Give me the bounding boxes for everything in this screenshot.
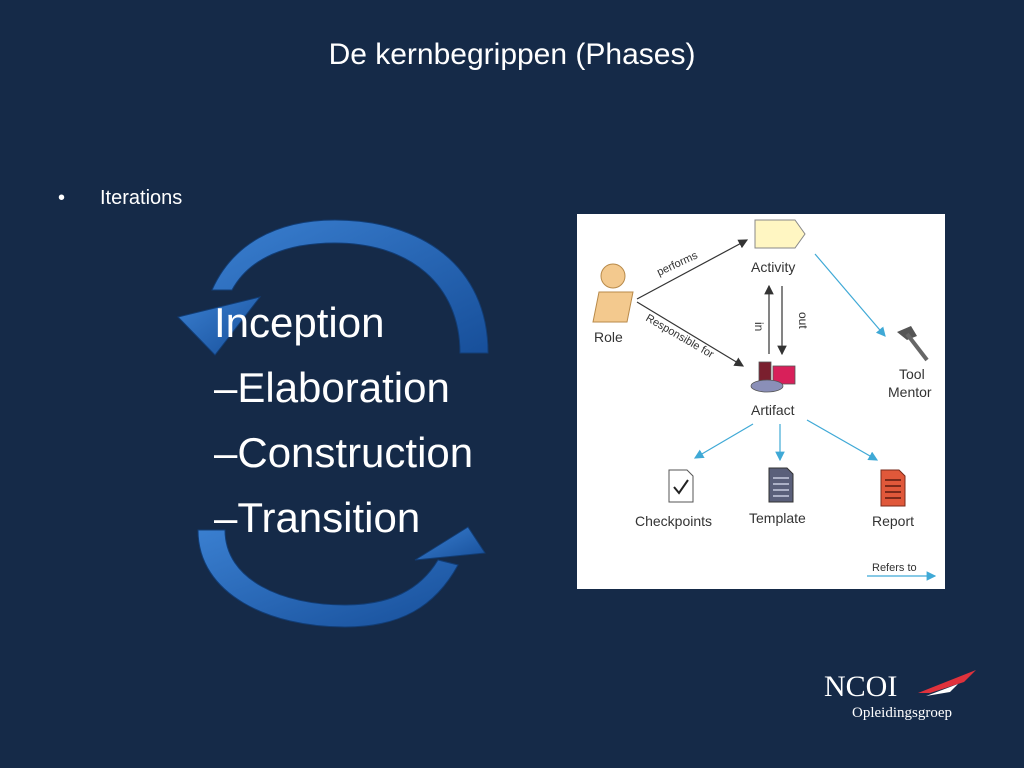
template-label: Template	[749, 510, 806, 526]
logo-name: NCOI	[824, 670, 897, 703]
out-label: out	[796, 312, 810, 329]
bottom-cycle-arrowhead	[414, 526, 486, 561]
role-icon	[592, 263, 634, 323]
phase-list: Inception –Elaboration –Construction –Tr…	[214, 290, 473, 550]
refers-to-label: Refers to	[872, 562, 917, 574]
checkpoints-icon	[668, 469, 694, 503]
phase-transition: –Transition	[214, 494, 421, 541]
performs-edge	[636, 239, 749, 300]
top-cycle-arrow	[211, 219, 489, 354]
iteration-cycle-arrows	[177, 219, 489, 628]
logo-swoosh	[918, 670, 976, 693]
bottom-cycle-arrow	[197, 529, 459, 628]
bullet-marker: •	[58, 187, 66, 209]
artifact-to-report-edge	[806, 419, 879, 461]
artifact-to-checkpoints-edge	[693, 423, 754, 459]
phase-elaboration: –Elaboration	[214, 364, 450, 411]
template-icon	[768, 467, 794, 503]
role-label: Role	[594, 329, 623, 345]
report-label: Report	[872, 513, 914, 529]
logo-subtitle: Opleidingsgroep	[852, 705, 952, 721]
slide-title: De kernbegrippen (Phases)	[328, 38, 696, 71]
artifact-label: Artifact	[751, 402, 795, 418]
bullet-item: • Iterations	[58, 187, 182, 210]
phase-inception: Inception	[214, 299, 385, 346]
activity-label: Activity	[751, 259, 795, 275]
hammer-icon	[897, 326, 929, 362]
report-icon	[880, 469, 906, 507]
responsible-for-edge	[636, 301, 745, 367]
logo-swoosh-white	[926, 684, 958, 696]
activity-to-tool-edge	[814, 253, 886, 337]
in-label: in	[752, 322, 766, 331]
checkpoints-label: Checkpoints	[635, 513, 712, 529]
activity-icon	[754, 219, 806, 249]
ncoi-logo: NCOI Opleidingsgroep	[824, 670, 976, 721]
bullet-text: Iterations	[100, 187, 183, 209]
process-model-diagram: Role Activity performs Responsible for i…	[577, 214, 945, 589]
artifact-icon	[750, 361, 796, 393]
phase-construction: –Construction	[214, 429, 474, 476]
tool-mentor-label-1: Tool	[899, 366, 925, 382]
tool-mentor-label-2: Mentor	[888, 384, 932, 400]
top-cycle-arrowhead	[177, 296, 262, 356]
